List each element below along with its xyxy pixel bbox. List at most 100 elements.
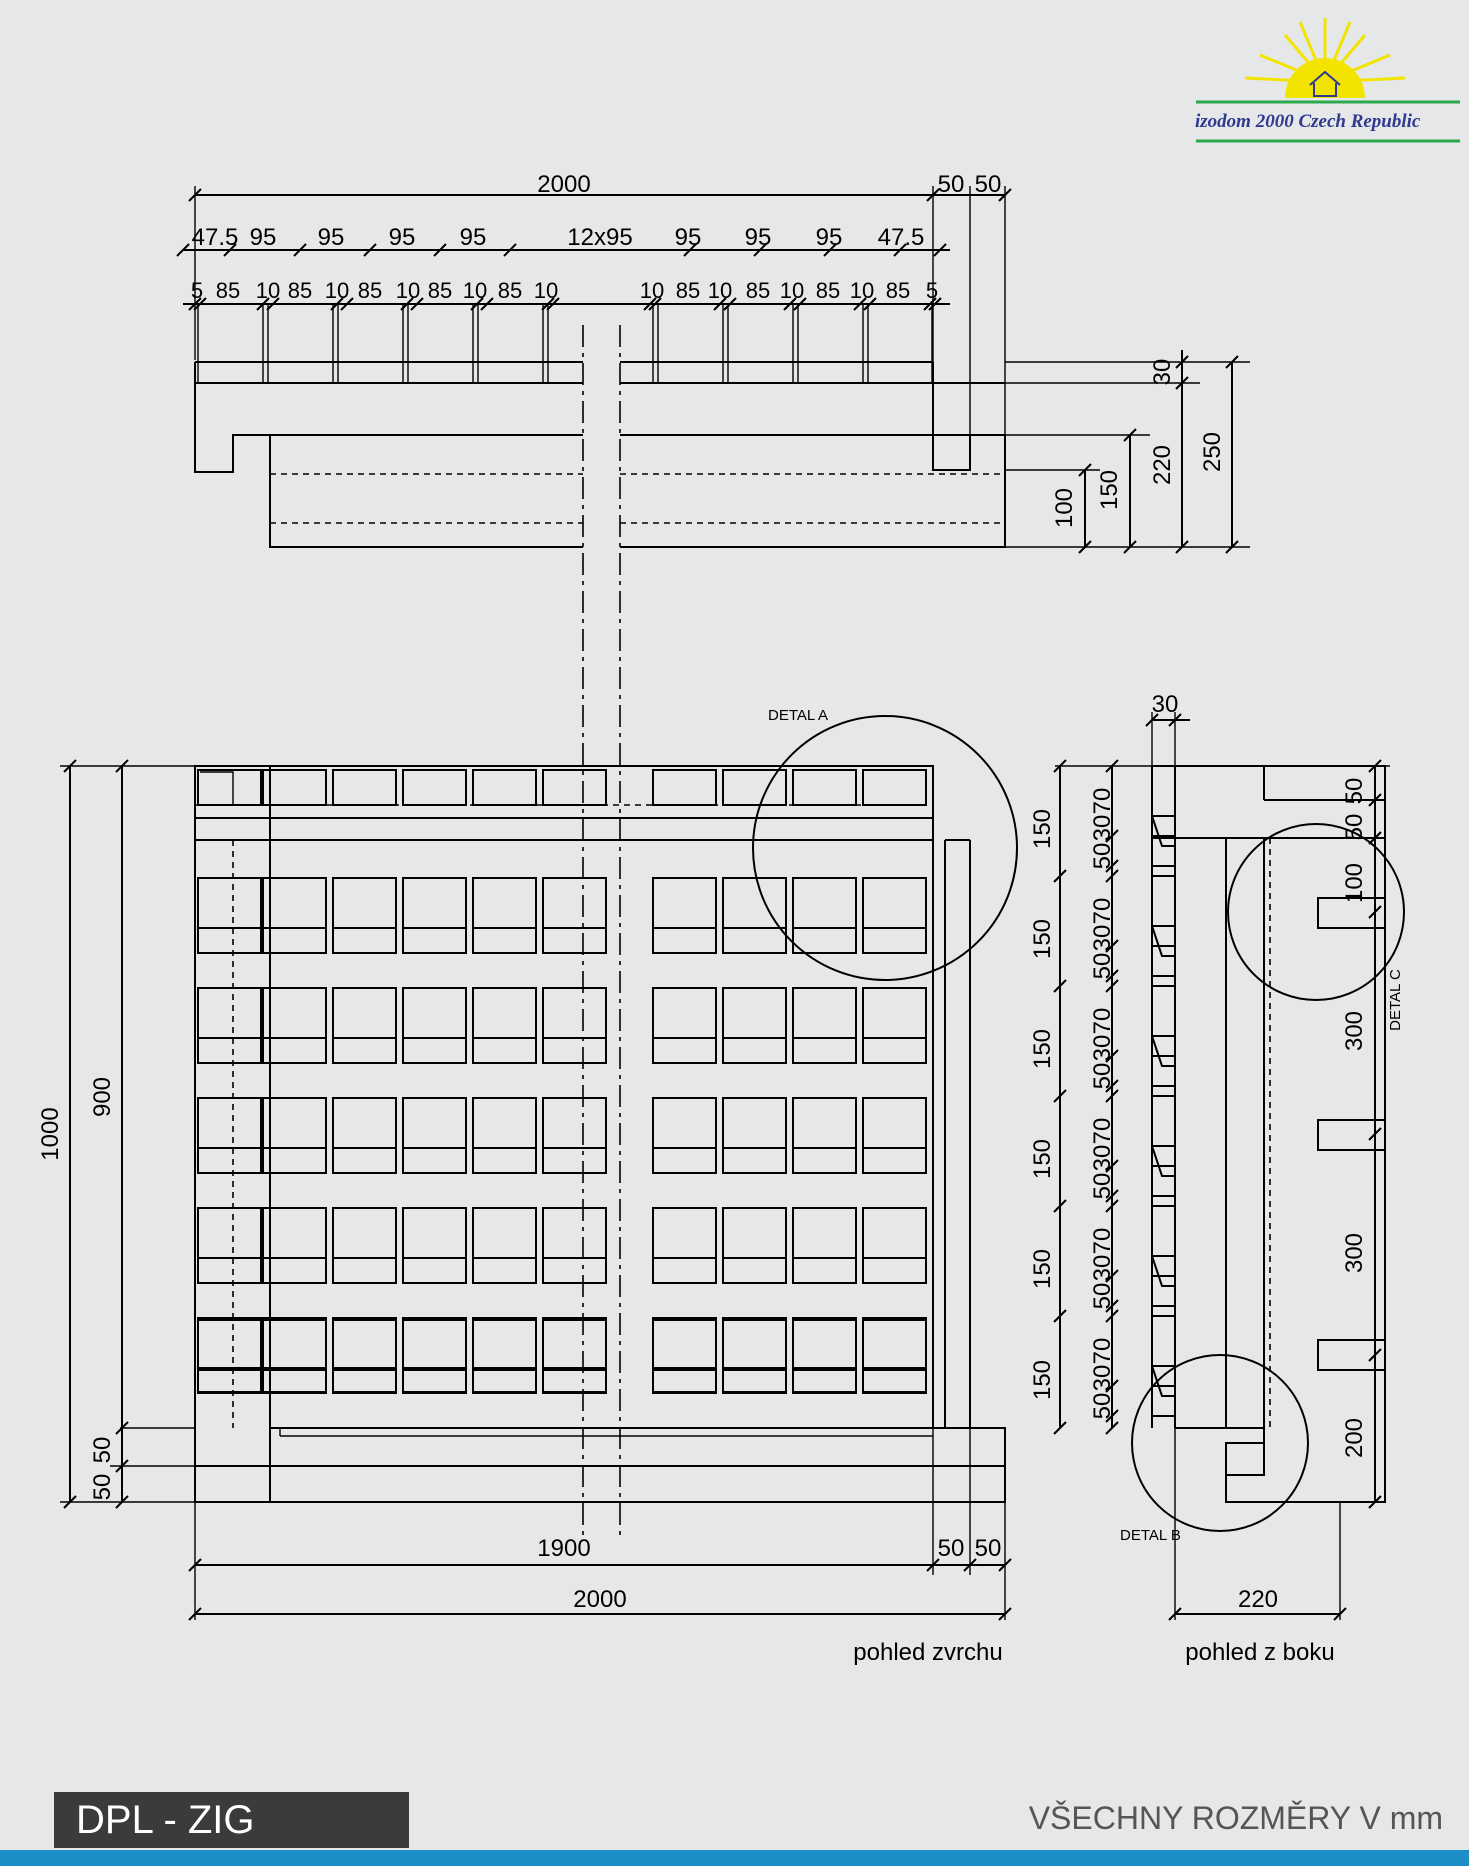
dimension-tick: [643, 297, 657, 311]
panel-cell: [332, 1097, 397, 1174]
dimension-tick: [998, 1607, 1012, 1621]
panel-cell: [262, 987, 327, 1064]
dimension-tick: [923, 297, 937, 311]
panel-cell: [792, 1319, 857, 1393]
section-right-profile: [620, 362, 1006, 548]
dimension-tick: [823, 243, 837, 257]
dim-side-70-1: 70: [1089, 898, 1116, 925]
panel-cell: [862, 769, 927, 806]
panel-cell: [402, 877, 467, 954]
dim-row2-7: 95: [745, 224, 772, 251]
dim-50-bottom-b: 50: [975, 1535, 1002, 1562]
dimension-tick: [1105, 969, 1119, 983]
dim-side-50-2: 50: [1089, 1063, 1116, 1090]
dimension-tick: [1105, 859, 1119, 873]
panel-cell: [792, 769, 857, 806]
dim-220: 220: [1149, 445, 1176, 485]
panel-cell: [652, 877, 717, 954]
panel-cell: [792, 877, 857, 954]
dimension-tick: [1105, 939, 1119, 953]
dimension-tick: [928, 297, 942, 311]
dim-row2-5: 12x95: [567, 224, 632, 251]
dimension-tick: [1053, 759, 1067, 773]
dim-row2-6: 95: [675, 224, 702, 251]
panel-cell: [262, 1317, 327, 1394]
panel-cell: [262, 877, 327, 954]
dimension-tick: [1105, 1079, 1119, 1093]
dim-side-row-3: 150: [1029, 1139, 1056, 1179]
dim-50-top-b: 50: [975, 171, 1002, 198]
dim-100: 100: [1051, 488, 1078, 528]
panel-cell: [652, 1317, 717, 1394]
panel-cell: [652, 1319, 717, 1393]
dim-side-70-4: 70: [1089, 1228, 1116, 1255]
panel-cell: [262, 769, 327, 806]
dimension-tick: [1078, 540, 1092, 554]
dimension-tick: [115, 1495, 129, 1509]
tooth: [1151, 815, 1175, 847]
dim-side-row-2: 150: [1029, 1029, 1056, 1069]
dimension-tick: [1123, 540, 1137, 554]
dim-row2-1: 95: [250, 224, 277, 251]
panel-cell: [332, 769, 397, 806]
caption-side-view: pohled z boku: [1185, 1639, 1334, 1666]
panel-cell: [402, 769, 467, 806]
dimension-tick: [433, 243, 447, 257]
dim-900: 900: [89, 1077, 116, 1117]
tooth: [1151, 1145, 1175, 1177]
dim-side-right-2: 100: [1341, 863, 1368, 903]
dim-50-top-a: 50: [938, 171, 965, 198]
panel-cell: [197, 987, 262, 1064]
title-box: [54, 1792, 409, 1848]
panel-cell: [792, 1207, 857, 1284]
dim-50-left-a: 50: [89, 1437, 116, 1464]
dim-row3-left-8: 10: [463, 278, 487, 303]
logo-text: izodom 2000 Czech Republic: [1195, 111, 1421, 132]
dim-row2-0: 47.5: [192, 224, 239, 251]
dim-250: 250: [1199, 432, 1226, 472]
dim-side-row-4: 150: [1029, 1249, 1056, 1289]
dim-side-70-2: 70: [1089, 1008, 1116, 1035]
panel-cell: [862, 987, 927, 1064]
dimension-tick: [933, 243, 947, 257]
dimension-tick: [223, 243, 237, 257]
panel-cell: [332, 987, 397, 1064]
dimension-tick: [266, 297, 280, 311]
dim-50-bottom-a: 50: [938, 1535, 965, 1562]
panel-cell: [332, 877, 397, 954]
dim-side-right-3: 300: [1341, 1011, 1368, 1051]
panel-cell: [722, 1319, 787, 1393]
dimension-tick: [1368, 831, 1382, 845]
dimension-tick: [1053, 1421, 1067, 1435]
panel-cell: [472, 1319, 537, 1393]
dim-side-70-3: 70: [1089, 1118, 1116, 1145]
dimension-tick: [1368, 905, 1382, 919]
panel-cell: [472, 1097, 537, 1174]
dim-side-70-0: 70: [1089, 788, 1116, 815]
units-note: VŠECHNY ROZMĚRY V mm: [1028, 1800, 1443, 1836]
dim-row3-left-0: 5: [191, 278, 203, 303]
dimension-tick: [1368, 1127, 1382, 1141]
dim-side-30: 30: [1152, 691, 1179, 718]
tooth: [1151, 925, 1175, 957]
dim-50-left-b: 50: [89, 1474, 116, 1501]
dimension-tick: [1053, 1199, 1067, 1213]
detail-a-circle: [752, 715, 1018, 981]
dim-row3-left-10: 10: [534, 278, 558, 303]
panel-cell: [542, 987, 607, 1064]
dimension-tick: [176, 243, 190, 257]
dimension-tick: [713, 297, 727, 311]
panel-cell: [472, 987, 537, 1064]
dimension-tick: [753, 243, 767, 257]
panel-cell: [197, 1317, 262, 1394]
dim-row3-right-1: 85: [676, 278, 700, 303]
dimension-tick: [115, 759, 129, 773]
dimension-tick: [723, 297, 737, 311]
tooth: [1151, 1035, 1175, 1067]
dim-side-right-1: 50: [1341, 814, 1368, 841]
panel-cell: [472, 1207, 537, 1284]
dimension-tick: [863, 297, 877, 311]
dimension-tick: [1105, 1379, 1119, 1393]
dim-side-220: 220: [1238, 1586, 1278, 1613]
panel-cell: [652, 1097, 717, 1174]
